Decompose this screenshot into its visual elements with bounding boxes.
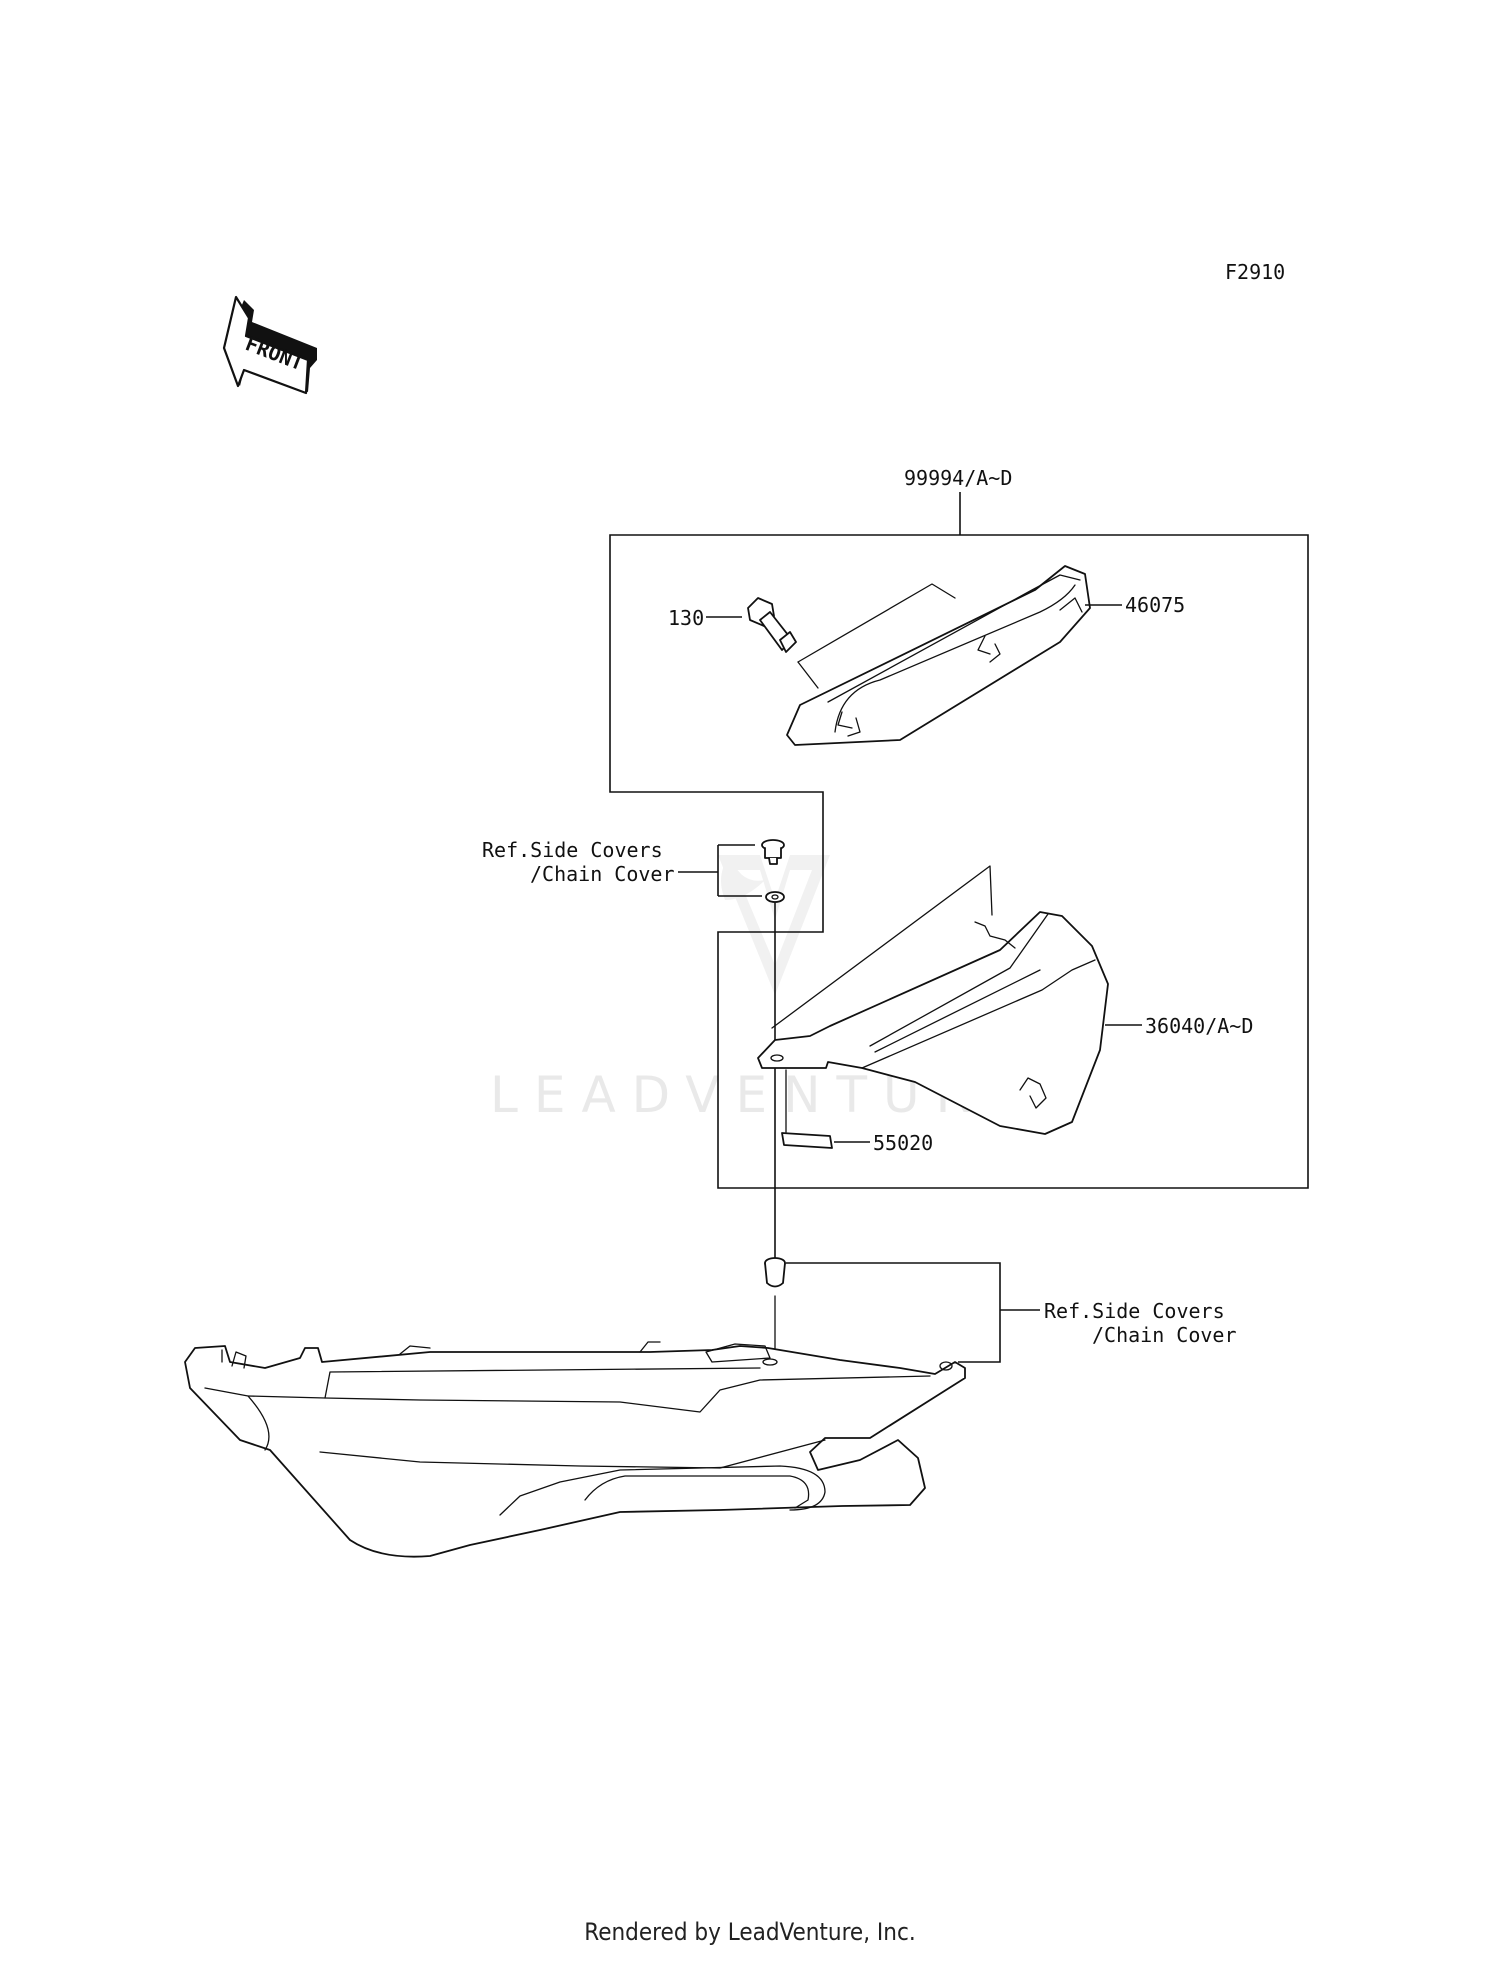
ref-bottom-bracket (786, 1262, 1040, 1363)
ref-bottom-line1: Ref.Side Covers (1044, 1299, 1225, 1323)
kit-outline-box (609, 534, 1309, 1189)
bolt-part (747, 597, 797, 653)
ref-top-bracket (678, 844, 762, 897)
footer-credit: Rendered by LeadVenture, Inc. (584, 1918, 916, 1946)
screw-part (761, 839, 785, 865)
side-cover-panel (184, 1341, 966, 1558)
cover-label: 36040/A~D (1145, 1014, 1253, 1038)
ref-top-line1: Ref.Side Covers (482, 838, 663, 862)
ref-bottom-line2: /Chain Cover (1092, 1323, 1237, 1347)
kit-label: 99994/A~D (904, 466, 1012, 490)
ref-top-line2: /Chain Cover (530, 862, 675, 886)
cover-part (757, 911, 1109, 1135)
grab-bar-guide-line (797, 583, 956, 663)
cover-guide-line (771, 865, 993, 1029)
washer-part (765, 891, 785, 903)
front-arrow-icon: FRONT (222, 295, 317, 395)
pad-part (781, 1132, 833, 1149)
diagram-code: F2910 (1225, 260, 1285, 284)
bolt-label: 130 (668, 606, 704, 630)
grab-bar-part (786, 565, 1091, 746)
grommet-part (764, 1257, 786, 1288)
pad-label: 55020 (873, 1131, 933, 1155)
grab-bar-label: 46075 (1125, 593, 1185, 617)
